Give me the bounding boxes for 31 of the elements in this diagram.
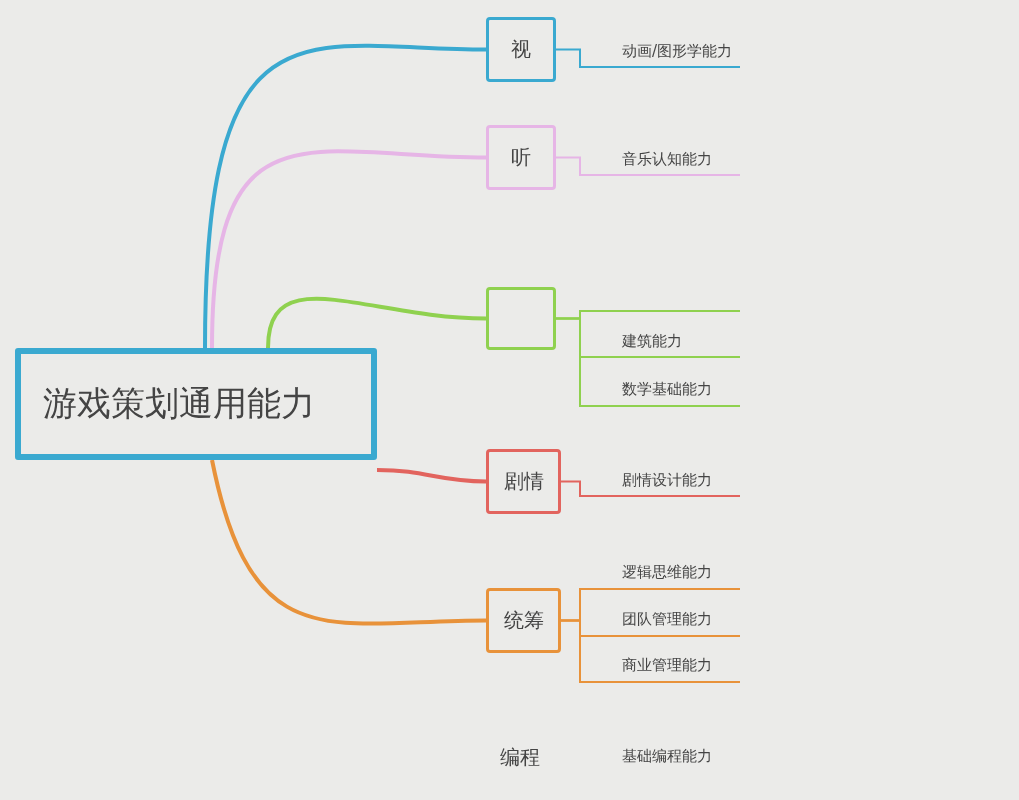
subtopic-label: 建筑能力 <box>622 331 682 351</box>
topic-text: 游戏策划通用能力 <box>43 382 315 425</box>
subtopic-label: 动画/图形学能力 <box>622 41 733 61</box>
category-label: 编程 <box>500 744 540 771</box>
connector-line <box>555 317 589 407</box>
subtopic-label: 剧情设计能力 <box>622 470 712 490</box>
connector-line <box>560 480 589 497</box>
subtopic-label: 数学基础能力 <box>622 380 712 399</box>
connector-line <box>266 296 487 349</box>
category-box <box>486 287 556 350</box>
category-label: 统筹 <box>503 607 544 634</box>
category-box <box>486 17 556 82</box>
connector-line <box>210 459 487 626</box>
category-label: 剧情 <box>503 468 544 495</box>
category-box <box>486 588 561 653</box>
subtopic-label: 商业管理能力 <box>622 656 712 675</box>
connector-line <box>560 619 589 683</box>
category-box <box>486 449 561 514</box>
connector-line <box>555 48 589 68</box>
subtopic-label: 团队管理能力 <box>622 610 712 629</box>
root-topic-box <box>15 348 377 460</box>
connector-line <box>203 43 487 349</box>
category-label: 视 <box>511 36 531 63</box>
category-box <box>486 125 556 190</box>
category-label: 听 <box>511 144 531 171</box>
subtopic-label: 基础编程能力 <box>622 747 712 766</box>
connector-line <box>376 468 487 484</box>
subtopic-label: 音乐认知能力 <box>622 149 712 169</box>
connector-line <box>210 149 487 349</box>
connector-line <box>555 156 589 176</box>
subtopic-label: 逻辑思维能力 <box>622 563 712 582</box>
